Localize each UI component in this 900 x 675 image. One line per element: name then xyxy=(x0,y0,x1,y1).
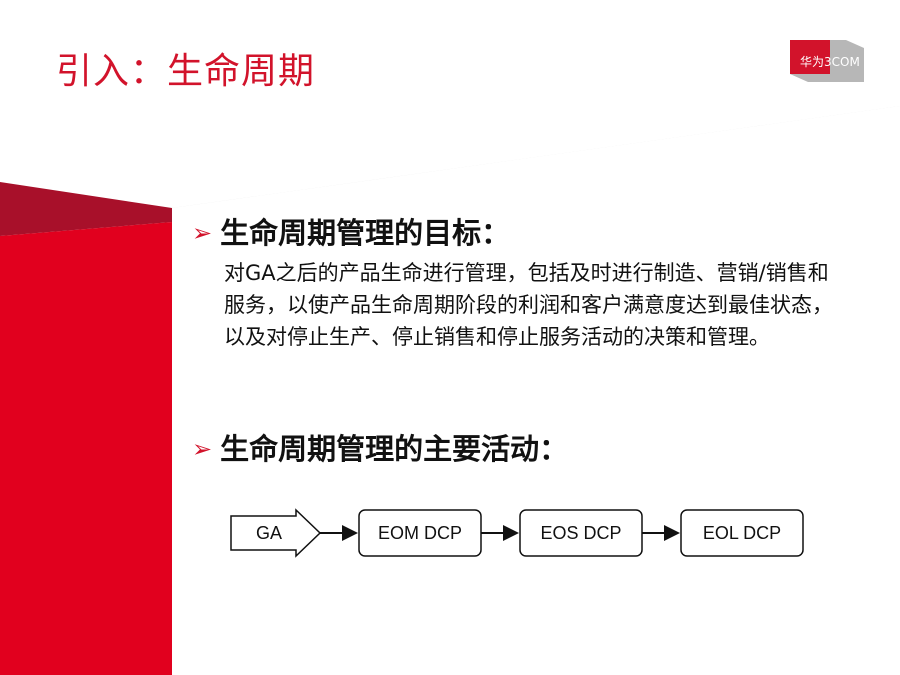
section-heading-activities: ➢生命周期管理的主要活动： xyxy=(192,426,568,468)
flow-start-label: GA xyxy=(255,523,282,543)
goal-description: 对GA之后的产品生命进行管理，包括及时进行制造、营销/销售和服务，以使产品生命周… xyxy=(224,261,833,349)
red-side-panel xyxy=(0,222,172,675)
arrowhead-bullet-icon: ➢ xyxy=(192,435,213,463)
heading-text: 生命周期管理的目标： xyxy=(220,216,511,250)
white-content-panel xyxy=(172,106,900,675)
section-heading-goal: ➢生命周期管理的目标： xyxy=(192,210,510,252)
arrowhead-bullet-icon: ➢ xyxy=(192,219,213,247)
logo-text: 华为3COM xyxy=(800,55,860,69)
company-logo xyxy=(790,40,864,82)
flow-step-label-eom: EOM DCP xyxy=(377,523,462,543)
flow-step-label-eol: EOL DCP xyxy=(702,523,782,543)
heading-text: 生命周期管理的主要活动： xyxy=(220,432,569,466)
flow-step-label-eos: EOS DCP xyxy=(540,523,622,543)
dark-red-wedge xyxy=(0,182,172,236)
slide-title: 引入：生命周期 xyxy=(56,51,316,92)
